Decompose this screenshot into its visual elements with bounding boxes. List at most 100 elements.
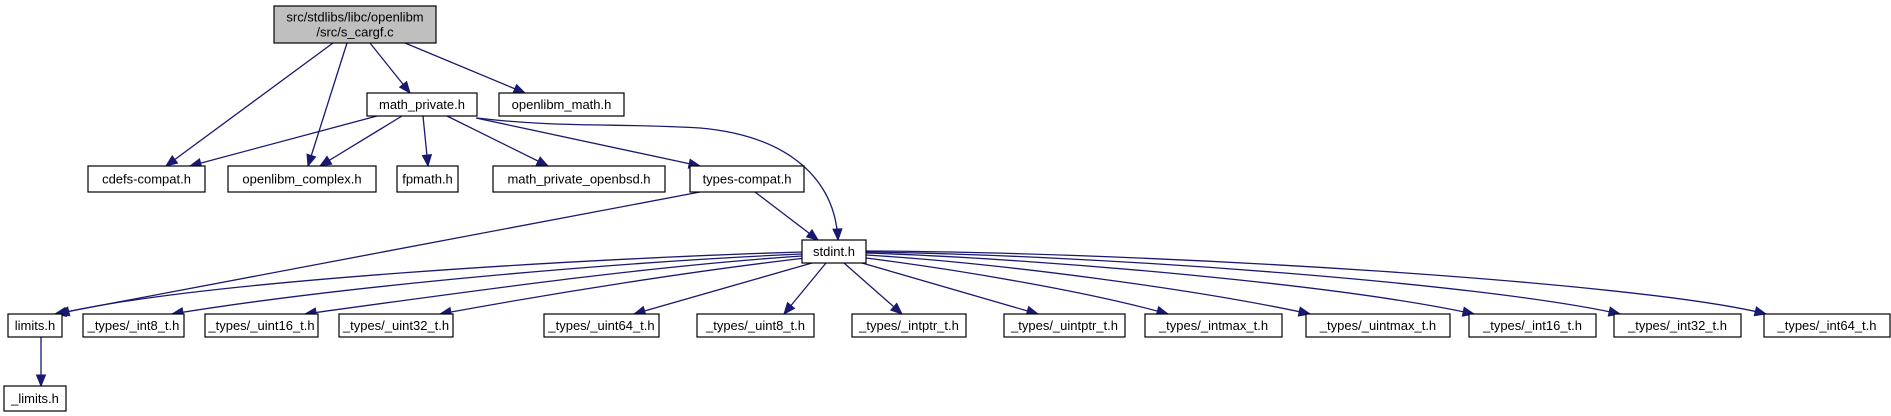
node-fpmath[interactable]: fpmath.h	[396, 165, 459, 193]
node-label: _limits.h	[10, 391, 59, 406]
arrowhead-icon	[535, 156, 550, 167]
edge-stdint-to-uintmax	[865, 254, 1312, 317]
edge-line	[865, 252, 1475, 315]
arrowhead-icon	[805, 228, 820, 241]
edge-math_private-to-openlibm_complex	[318, 115, 403, 167]
node-uint64[interactable]: _types/_uint64_t.h	[543, 313, 660, 338]
node-cdefs-compat[interactable]: cdefs-compat.h	[87, 165, 206, 193]
edge-line	[165, 42, 334, 167]
edge-limits-to-_limits	[35, 337, 47, 388]
node-label: _types/_intptr_t.h	[858, 318, 959, 333]
node-box	[82, 313, 185, 338]
node-box	[396, 165, 459, 193]
node-box	[543, 313, 660, 338]
edge-stdint-to-int32	[865, 251, 1622, 317]
edge-root-to-openlibm_complex	[306, 42, 348, 168]
node-box	[689, 165, 805, 193]
node--limits[interactable]: _limits.h	[3, 385, 67, 412]
node-box	[227, 165, 377, 193]
edge-line	[865, 250, 1767, 315]
node-label: _types/_uint16_t.h	[207, 318, 314, 333]
node-math-private[interactable]: math_private.h	[366, 92, 478, 117]
arrowhead-icon	[398, 80, 411, 95]
node-box	[273, 5, 437, 44]
arrowhead-icon	[832, 228, 843, 242]
node-label: limits.h	[15, 318, 55, 333]
arrowhead-icon	[306, 153, 317, 168]
edge-math_private-to-fpmath	[421, 115, 433, 168]
node-uint8[interactable]: _types/_uint8_t.h	[696, 313, 815, 338]
edge-line	[865, 254, 1311, 315]
edge-line	[865, 251, 1621, 315]
node-label: _types/_intmax_t.h	[1158, 318, 1268, 333]
node-label: stdint.h	[813, 244, 855, 259]
node-openlibm-complex[interactable]: openlibm_complex.h	[227, 165, 377, 193]
node-label: _types/_int32_t.h	[1627, 318, 1727, 333]
arrowhead-icon	[783, 301, 796, 316]
node-box	[492, 165, 666, 193]
node-uintptr[interactable]: _types/_uintptr_t.h	[1003, 313, 1126, 338]
edges-layer	[35, 42, 1768, 388]
edge-line	[446, 115, 549, 167]
node-label: _types/_uint8_t.h	[705, 318, 805, 333]
node-box	[696, 313, 815, 338]
edge-types_compat-to-stdint	[754, 191, 820, 241]
node-uintmax[interactable]: _types/_uintmax_t.h	[1305, 313, 1451, 338]
edge-line	[404, 42, 526, 94]
node-intmax[interactable]: _types/_intmax_t.h	[1144, 313, 1283, 338]
node-label: types-compat.h	[703, 172, 792, 187]
edge-line	[319, 115, 403, 167]
edge-line	[307, 42, 348, 167]
arrowhead-icon	[512, 83, 527, 94]
edge-line	[57, 251, 803, 315]
node-int64[interactable]: _types/_int64_t.h	[1763, 313, 1891, 338]
node-intptr[interactable]: _types/_intptr_t.h	[851, 313, 967, 338]
node-label: _types/_int16_t.h	[1482, 318, 1582, 333]
node-limits[interactable]: limits.h	[7, 313, 63, 338]
node-label: math_private.h	[379, 97, 465, 112]
node-box	[3, 385, 67, 412]
arrowhead-icon	[318, 155, 333, 167]
edge-stdint-to-int64	[865, 250, 1768, 317]
node-label: openlibm_math.h	[512, 97, 612, 112]
node-box	[204, 313, 319, 338]
edge-stdint-to-limits	[56, 251, 803, 317]
node-box	[801, 239, 867, 264]
edge-line	[54, 191, 701, 315]
node-box	[1144, 313, 1283, 338]
node-box	[87, 165, 206, 193]
edge-line	[475, 117, 701, 167]
node-uint16[interactable]: _types/_uint16_t.h	[204, 313, 319, 338]
edge-line	[865, 257, 1169, 315]
node-int8[interactable]: _types/_int8_t.h	[82, 313, 185, 338]
edge-line	[861, 262, 1039, 315]
node-box	[1613, 313, 1742, 338]
node-label: openlibm_complex.h	[242, 172, 361, 187]
node-box	[851, 313, 967, 338]
node-int32[interactable]: _types/_int32_t.h	[1613, 313, 1742, 338]
edge-line	[304, 255, 803, 315]
edge-line	[843, 262, 903, 315]
edge-stdint-to-uintptr	[861, 262, 1040, 316]
node-uint32[interactable]: _types/_uint32_t.h	[338, 313, 454, 338]
node-label: _types/_uintmax_t.h	[1319, 318, 1436, 333]
nodes-layer: src/stdlibs/libc/openlibm/src/s_cargf.cm…	[3, 5, 1891, 412]
node-label: _types/_uint64_t.h	[547, 318, 654, 333]
edge-math_private-to-types_compat	[475, 117, 702, 169]
node-label: /src/s_cargf.c	[316, 25, 394, 40]
edge-root-to-openlibm_math	[404, 42, 527, 94]
node-label: src/stdlibs/libc/openlibm	[286, 10, 423, 25]
node-types-compat[interactable]: types-compat.h	[689, 165, 805, 193]
node-label: math_private_openbsd.h	[507, 172, 650, 187]
edge-line	[189, 115, 378, 167]
node-math-private-openbsd[interactable]: math_private_openbsd.h	[492, 165, 666, 193]
node-int16[interactable]: _types/_int16_t.h	[1468, 313, 1597, 338]
node-openlibm-math[interactable]: openlibm_math.h	[498, 92, 625, 117]
node-stdint[interactable]: stdint.h	[801, 239, 867, 264]
arrowhead-icon	[164, 154, 179, 167]
node-label: _types/_int8_t.h	[87, 318, 180, 333]
edge-stdint-to-uint8	[783, 262, 827, 316]
node-label: fpmath.h	[402, 172, 453, 187]
arrowhead-icon	[35, 374, 47, 388]
